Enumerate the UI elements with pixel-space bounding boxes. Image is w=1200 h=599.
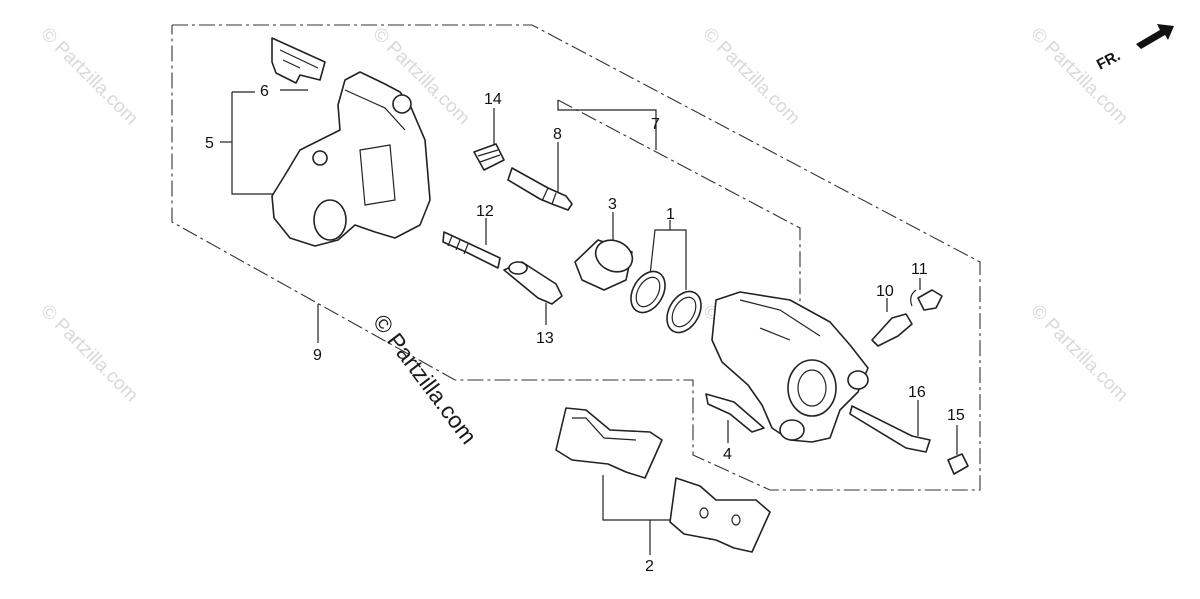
front-direction-indicator: FR. [1094, 24, 1174, 74]
outline-bracket-assembly [171, 24, 981, 491]
piston-part [574, 239, 634, 291]
callout-6: 6 [260, 83, 269, 100]
pad-retainer-part [705, 393, 765, 433]
leader-lines [220, 89, 958, 555]
callout-12: 12 [476, 203, 494, 220]
callout-labels: 1 2 3 4 5 6 7 8 9 10 11 12 13 14 15 16 [205, 83, 965, 575]
bleed-valve-part [871, 313, 913, 347]
callout-16: 16 [908, 384, 926, 401]
callout-15: 15 [947, 407, 965, 424]
pin-bolt-part-12 [442, 231, 501, 269]
front-arrow-icon [1136, 24, 1174, 49]
watermark-top-right: © Partzilla.com [1026, 24, 1131, 129]
callout-2: 2 [645, 558, 654, 575]
watermark-bottom-left: © Partzilla.com [36, 301, 141, 406]
watermarks: © Partzilla.com © Partzilla.com © Partzi… [36, 24, 1131, 406]
watermark-bottom-right: © Partzilla.com [1026, 301, 1131, 406]
pad-pin-part [849, 405, 931, 453]
brake-pad-set-part [555, 407, 771, 553]
callout-3: 3 [608, 196, 617, 213]
pin-plug-part [947, 453, 969, 475]
pin-boot-part [473, 143, 505, 171]
caliper-bracket-part [271, 71, 431, 247]
callout-8: 8 [553, 126, 562, 143]
callout-13: 13 [536, 330, 554, 347]
pin-bolt-part-8 [507, 167, 573, 211]
callout-14: 14 [484, 91, 502, 108]
main-watermark: © Partzilla.com [368, 309, 482, 448]
callout-11: 11 [911, 261, 928, 278]
callout-7: 7 [651, 116, 660, 133]
callout-1: 1 [666, 206, 675, 223]
callout-5: 5 [205, 135, 214, 152]
callout-9: 9 [313, 347, 322, 364]
valve-cap-part [910, 289, 943, 311]
watermark-top-center-right: © Partzilla.com [698, 24, 803, 129]
pad-spring-part [271, 37, 326, 84]
seal-rings-part [630, 270, 702, 334]
caliper-body-part [711, 291, 869, 443]
watermark-top-left: © Partzilla.com [36, 24, 141, 129]
pin-bolt-part-13 [503, 261, 563, 305]
callout-4: 4 [723, 446, 732, 463]
front-direction-label: FR. [1094, 47, 1123, 73]
callout-10: 10 [876, 283, 894, 300]
